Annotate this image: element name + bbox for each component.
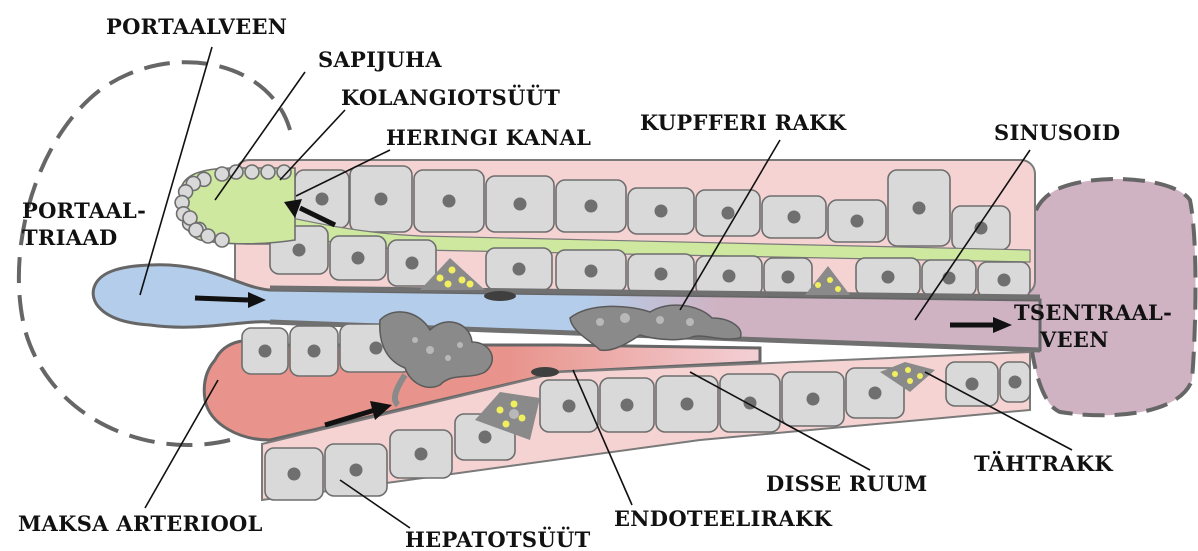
cholangiocyte (215, 167, 229, 181)
hepatocyte-nucleus (621, 399, 634, 412)
label-portaaltriaad-line1: PORTAAL- (22, 198, 146, 223)
central-vein (1027, 179, 1195, 415)
hepatocyte-nucleus (514, 198, 527, 211)
label-heringi-kanal: HERINGI KANAL (386, 125, 591, 150)
hepatocyte-nucleus (869, 387, 882, 400)
hepatocyte-nucleus (293, 244, 306, 257)
label-tahtrakk: TÄHTRAKK (974, 451, 1113, 476)
hepatocyte-nucleus (681, 398, 694, 411)
hepatocyte-nucleus (288, 468, 301, 481)
portal-flow-arrow (195, 298, 248, 300)
hepatocyte-nucleus (585, 200, 598, 213)
cholangiocyte (261, 165, 275, 179)
label-kolangiotsuut: KOLANGIOTSÜÜT (341, 85, 560, 110)
label-endoteelirakk: ENDOTEELIRAKK (614, 506, 833, 531)
hepatocyte-nucleus (882, 271, 895, 284)
hepatocyte-nucleus (513, 263, 526, 276)
hepatocyte-nucleus (585, 265, 598, 278)
hepatocyte-nucleus (655, 268, 668, 281)
label-disse-ruum: DISSE RUUM (766, 471, 928, 496)
cholangiocyte (245, 165, 259, 179)
hepatocyte-nucleus (352, 252, 365, 265)
label-kupfferi-rakk: KUPFFERI RAKK (640, 110, 847, 135)
hepatocyte-nucleus (375, 193, 388, 206)
cholangiocyte (277, 165, 291, 179)
cholangiocyte (215, 233, 229, 247)
hepatocyte-nucleus (998, 274, 1011, 287)
label-tsentraalveen-line2: VEEN (1039, 327, 1109, 352)
hepatocyte-nucleus (807, 393, 820, 406)
bile-duct (175, 165, 295, 247)
label-hepatotsuut: HEPATOTSÜÜT (405, 527, 591, 551)
hepatocyte-nucleus (943, 272, 956, 285)
hepatocyte-nucleus (370, 342, 383, 355)
hepatocyte-nucleus (316, 193, 329, 206)
hepatocyte-nucleus (479, 431, 492, 444)
hepatocyte-nucleus (655, 205, 668, 218)
hepatocyte-nucleus (259, 345, 272, 358)
hepatocyte-nucleus (406, 257, 419, 270)
hepatocyte-nucleus (563, 400, 576, 413)
hepatocyte-nucleus (788, 211, 801, 224)
label-tsentraalveen-line1: TSENTRAAL- (1014, 300, 1172, 325)
label-portaalveen: PORTAALVEEN (106, 14, 287, 39)
hepatocyte-nucleus (782, 271, 795, 284)
hepatocyte-nucleus (350, 464, 363, 477)
hepatocyte-nucleus (723, 270, 736, 283)
hepatocyte-nucleus (722, 207, 735, 220)
hepatocyte-nucleus (913, 202, 926, 215)
endothelial-nucleus-lower (531, 367, 559, 377)
hepatocyte-nucleus (415, 448, 428, 461)
hepatocyte-nucleus (1009, 376, 1022, 389)
label-sinusoid: SINUSOID (994, 120, 1120, 145)
upper-hepatocyte-plate (200, 160, 1035, 298)
hepatocyte-nucleus (443, 195, 456, 208)
cholangiocyte (201, 229, 215, 243)
hepatocyte-nucleus (966, 378, 979, 391)
label-sapijuha: SAPIJUHA (318, 47, 442, 72)
label-portaaltriaad-line2: TRIAAD (22, 225, 118, 250)
hepatocyte-nucleus (851, 215, 864, 228)
label-maksa-arteriool: MAKSA ARTERIOOL (18, 511, 263, 536)
endothelial-nucleus-upper (484, 291, 516, 301)
hepatocyte-nucleus (308, 345, 321, 358)
